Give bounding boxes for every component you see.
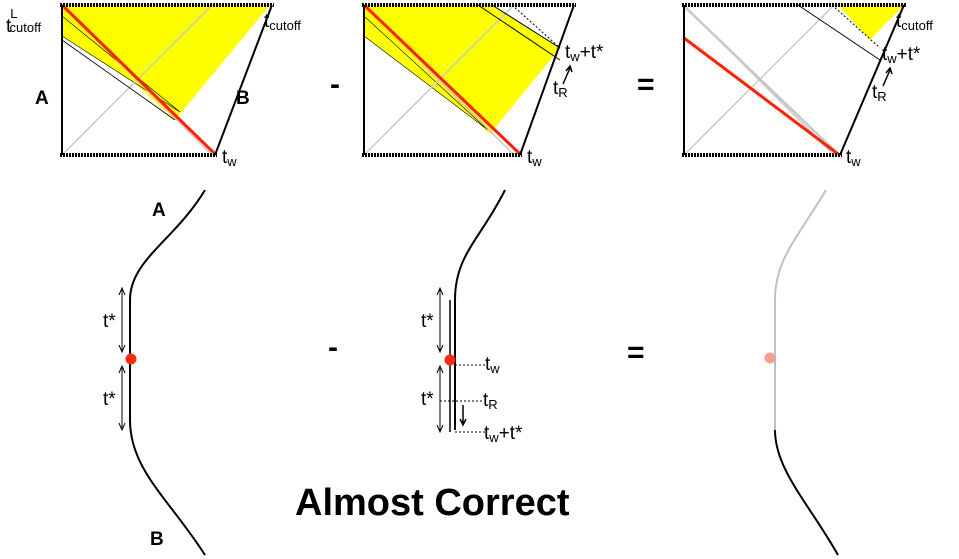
t-star-interval [118, 286, 126, 354]
t-r-label: tR [872, 82, 887, 104]
t-w-label: tw [222, 147, 237, 169]
right-boundary [519, 4, 575, 156]
penrose-diagram-2: tw+t* tR tw [362, 3, 604, 169]
side-a-label: A [35, 88, 49, 109]
t-w-label: tw [485, 354, 500, 376]
arrow-icon [882, 66, 893, 87]
horizon-region [364, 5, 560, 134]
t-star-interval [118, 364, 126, 432]
insertion-dot [125, 353, 137, 365]
equals-operator-bottom: = [627, 336, 645, 369]
horizon-region [838, 5, 904, 40]
grid-line [61, 39, 176, 121]
tw-plus-tstar-label: tw+t* [484, 423, 523, 445]
arrow-icon [459, 405, 467, 427]
t-star-interval [436, 286, 444, 354]
t-cutoff-right-label: tcutoff [264, 11, 301, 33]
right-boundary [839, 4, 905, 156]
tw-plus-tstar-label: tw+t* [565, 42, 604, 64]
t-star-label: t* [421, 389, 434, 410]
wormhole-profile-2: t* t* tw tR tw+t* [421, 189, 523, 445]
caption: Almost Correct [295, 482, 570, 524]
right-boundary [214, 4, 273, 156]
grid-line [511, 4, 561, 49]
penrose-diagram-3: tcutoff tw+t* tR tw [682, 3, 933, 169]
horizon-region [62, 5, 270, 120]
arrow-icon [562, 64, 573, 85]
wormhole-curve [774, 429, 839, 556]
t-r-label: tR [483, 390, 498, 412]
grid-line [363, 4, 515, 156]
t-w-label: tw [527, 147, 542, 169]
grid-line [797, 4, 881, 61]
wormhole-profile-3 [764, 189, 839, 556]
end-a-label: A [152, 200, 166, 221]
wormhole-curve [454, 189, 506, 430]
grid-line [831, 4, 881, 49]
t-star-label: t* [103, 311, 116, 332]
t-star-label: t* [421, 311, 434, 332]
grid-line [683, 4, 835, 156]
shockwave-line [683, 36, 839, 156]
t-r-label: tR [553, 78, 568, 100]
side-b-label: B [236, 88, 250, 109]
faded-curve [774, 189, 827, 430]
tw-plus-tstar-label: tw+t* [882, 44, 921, 66]
end-b-label: B [150, 529, 164, 550]
minus-operator-bottom: - [328, 331, 338, 364]
t-cutoff-label: tcutoff [896, 11, 933, 33]
wormhole-profile-1: A B t* t* [103, 189, 206, 556]
shockwave-line [362, 3, 522, 156]
t-star-interval [436, 364, 444, 434]
t-w-label: tw [846, 147, 861, 169]
equals-operator-top: = [637, 68, 655, 101]
grid-line [477, 4, 561, 61]
insertion-dot [764, 352, 776, 364]
t-star-label: t* [103, 389, 116, 410]
insertion-dot [444, 354, 456, 366]
shockwave-line [60, 3, 217, 156]
wormhole-curve [129, 189, 206, 556]
minus-operator-top: - [330, 68, 340, 101]
grid-line [683, 5, 839, 155]
grid-line [491, 4, 561, 49]
